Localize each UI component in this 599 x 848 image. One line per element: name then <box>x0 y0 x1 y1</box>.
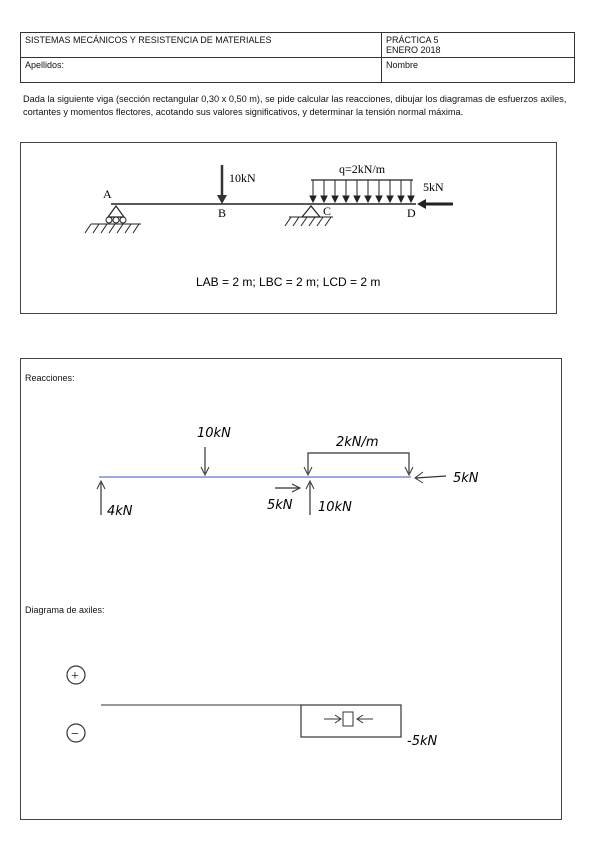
hand-label-reaction-c-v: 10kN <box>318 500 352 515</box>
practice-date: ENERO 2018 <box>386 45 441 55</box>
label-a: A <box>103 187 112 201</box>
roller-2 <box>112 216 120 224</box>
support-a <box>106 204 126 218</box>
hatch-c <box>284 216 332 227</box>
hand-reaction-c-h-head <box>291 483 302 493</box>
minus-circle <box>66 723 86 743</box>
problem-statement: Dada la siguiente viga (sección rectangu… <box>23 94 567 117</box>
beam-figure: A 10kN B C q=2kN/m D 5kN <box>20 142 557 314</box>
answer-area: Reacciones: 10kN 2kN/m 5kN 4kN 5kN 10kN … <box>20 358 562 820</box>
hand-reaction-a-head <box>96 479 106 490</box>
compression-head-right <box>356 714 364 724</box>
hand-reaction-c-v-head <box>305 479 315 490</box>
hand-label-point-load: 10kN <box>197 426 231 441</box>
surname-field[interactable]: Apellidos: <box>20 57 382 83</box>
compression-head-left <box>334 714 342 724</box>
label-b: B <box>218 206 226 220</box>
practice-info: PRÁCTICA 5 ENERO 2018 <box>381 32 575 58</box>
compression-element <box>342 711 354 727</box>
lengths-caption: LAB = 2 m; LBC = 2 m; LCD = 2 m <box>196 275 380 289</box>
label-c: C <box>323 204 331 218</box>
distributed-load-arrows <box>309 180 415 204</box>
hand-distributed-bracket <box>307 452 410 473</box>
label-d: D <box>407 206 416 220</box>
axial-value-label: -5kN <box>407 734 437 749</box>
hand-label-reaction-c-h: 5kN <box>267 498 293 513</box>
hand-distributed-heads <box>303 466 414 477</box>
axial-diagram-label: Diagrama de axiles: <box>25 605 105 615</box>
plus-sign: + <box>71 669 79 684</box>
plus-circle <box>66 665 86 685</box>
reactions-label: Reacciones: <box>25 373 75 383</box>
roller-1 <box>105 216 113 224</box>
label-axial-load: 5kN <box>423 180 444 194</box>
hatch-a <box>84 223 140 234</box>
hand-label-distributed: 2kN/m <box>336 435 379 450</box>
axial-compression-block <box>300 704 402 738</box>
label-distributed-load: q=2kN/m <box>339 162 386 176</box>
hand-axial-end-head <box>414 471 424 484</box>
hand-label-reaction-a: 4kN <box>107 504 133 519</box>
point-load-head <box>217 195 227 204</box>
name-field[interactable]: Nombre <box>381 57 575 83</box>
axial-load-head <box>417 199 426 209</box>
course-title: SISTEMAS MECÁNICOS Y RESISTENCIA DE MATE… <box>20 32 382 58</box>
hand-axial-end-arrow <box>415 475 447 479</box>
support-c <box>300 205 322 218</box>
label-point-load: 10kN <box>229 171 256 185</box>
hand-point-load-head <box>200 466 210 477</box>
handwritten-drawing: 10kN 2kN/m 5kN 4kN 5kN 10kN + − -5kN <box>66 426 479 749</box>
roller-3 <box>119 216 127 224</box>
beam-drawing: A 10kN B C q=2kN/m D 5kN <box>84 162 453 289</box>
practice-number: PRÁCTICA 5 <box>386 35 439 45</box>
minus-sign: − <box>71 727 79 742</box>
hand-label-axial-end: 5kN <box>453 471 479 486</box>
header-table: SISTEMAS MECÁNICOS Y RESISTENCIA DE MATE… <box>20 32 575 83</box>
